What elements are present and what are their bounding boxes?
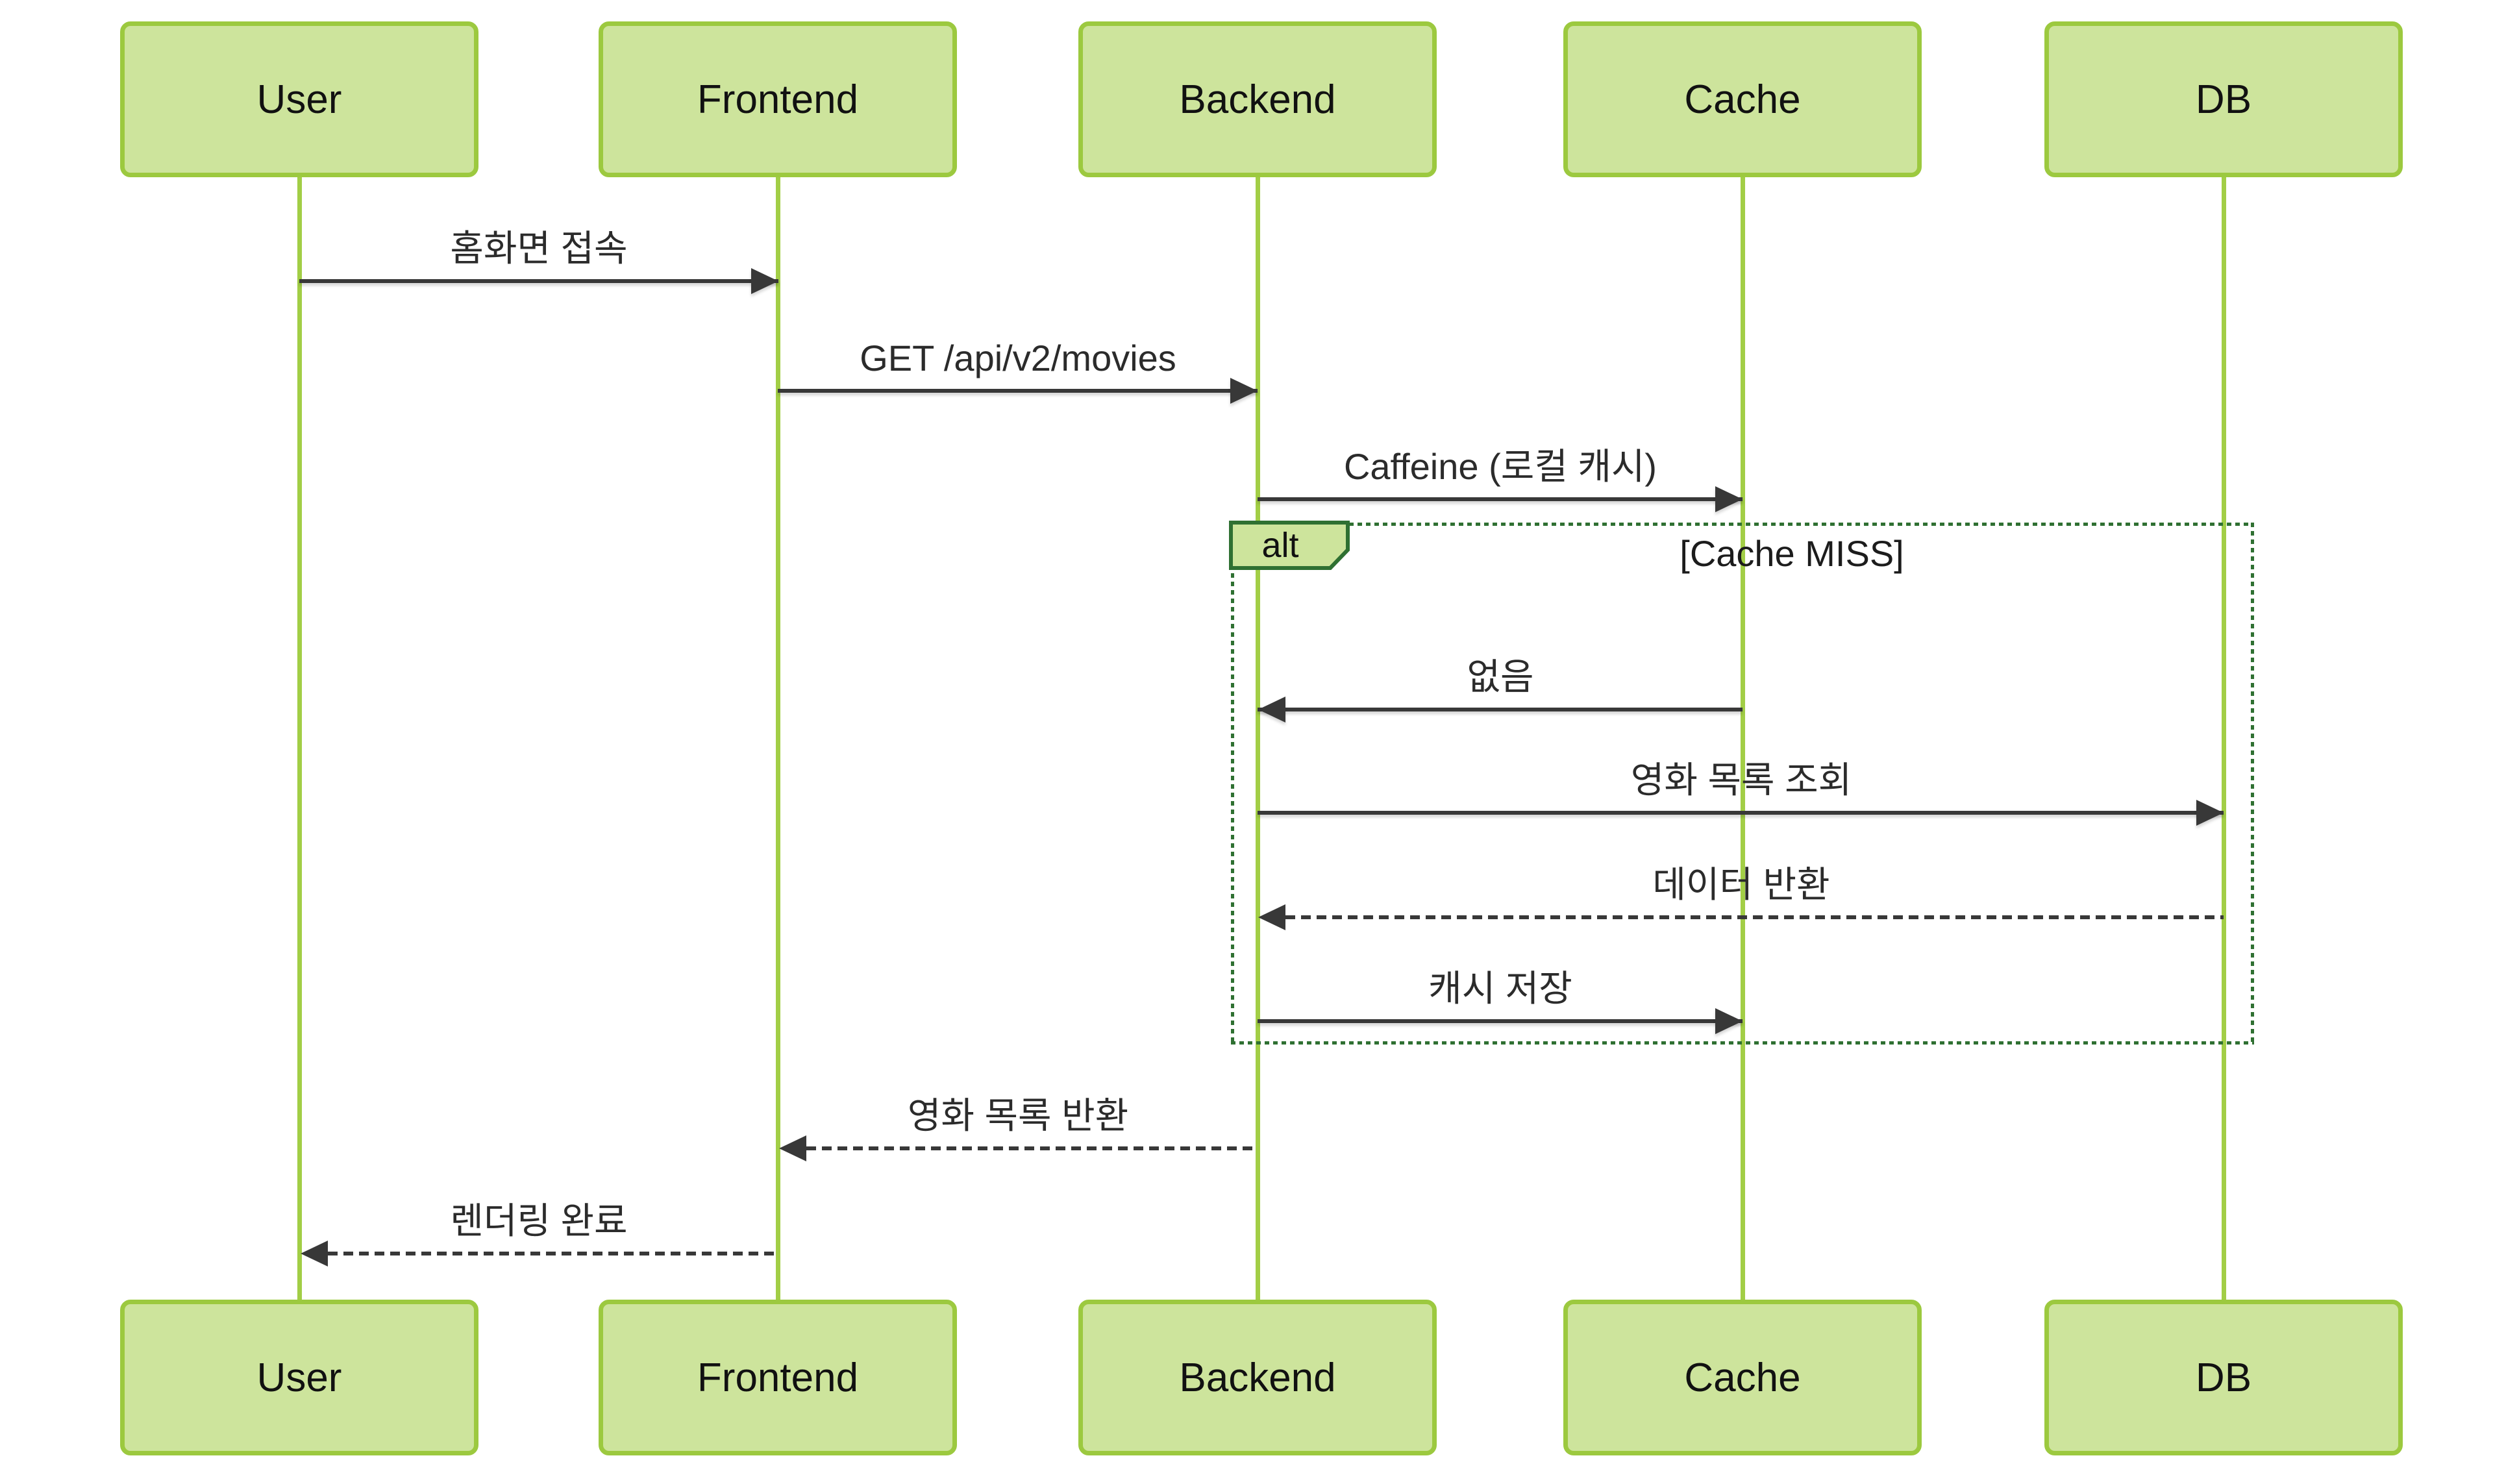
- message-label: 없음: [1467, 656, 1534, 697]
- actor-label: Frontend: [697, 77, 859, 122]
- actor-top-db: DB: [2044, 21, 2403, 177]
- actor-label: User: [256, 77, 342, 122]
- arrow-line: [1258, 497, 1743, 501]
- arrowhead-left-icon: [1258, 904, 1285, 930]
- arrow-line: [1258, 1019, 1743, 1023]
- actor-top-cache: Cache: [1563, 21, 1922, 177]
- actor-label: DB: [2195, 1355, 2252, 1400]
- alt-fragment-frame: alt [Cache MISS]: [1229, 521, 2254, 1045]
- alt-condition-text: [Cache MISS]: [1680, 533, 1904, 574]
- lifeline-backend: [1256, 177, 1260, 1300]
- actor-bottom-db: DB: [2044, 1300, 2403, 1455]
- arrow-line: [778, 389, 1258, 393]
- message-label: 영화 목록 반환: [907, 1095, 1129, 1136]
- arrowhead-left-icon: [779, 1135, 806, 1161]
- alt-frame-border-top: [1231, 523, 2254, 526]
- arrow-line: [1258, 708, 1743, 711]
- arrow-line-dashed: [1285, 915, 2224, 919]
- alt-frame-border-right: [2251, 523, 2254, 1045]
- lifeline-cache: [1741, 177, 1745, 1300]
- actor-top-frontend: Frontend: [599, 21, 957, 177]
- arrow-line: [299, 279, 778, 283]
- actor-bottom-frontend: Frontend: [599, 1300, 957, 1455]
- arrowhead-left-icon: [301, 1241, 328, 1267]
- alt-operator-text: alt: [1261, 526, 1299, 565]
- message-label: 영화 목록 조회: [1630, 760, 1852, 800]
- actor-label: Cache: [1684, 77, 1801, 122]
- arrowhead-right-icon: [1715, 486, 1743, 512]
- arrow-line-dashed: [806, 1146, 1258, 1150]
- alt-label-pentagon-shape: [1229, 521, 1350, 570]
- actor-label: Frontend: [697, 1355, 859, 1400]
- actor-label: DB: [2195, 77, 2252, 122]
- lifeline-user: [297, 177, 302, 1300]
- arrowhead-right-icon: [1230, 378, 1258, 404]
- message-label: Caffeine (로컬 캐시): [1343, 446, 1657, 487]
- arrow-line-dashed: [328, 1252, 778, 1255]
- actor-label: User: [256, 1355, 342, 1400]
- actor-bottom-backend: Backend: [1078, 1300, 1437, 1455]
- actor-top-user: User: [120, 21, 478, 177]
- message-label: 렌더링 완료: [450, 1200, 628, 1241]
- actor-label: Backend: [1179, 77, 1336, 122]
- message-label: 홈화면 접속: [450, 228, 628, 269]
- arrowhead-left-icon: [1258, 697, 1285, 723]
- actor-label: Backend: [1179, 1355, 1336, 1400]
- alt-frame-border-left: [1231, 523, 1234, 1045]
- message-label: 캐시 저장: [1428, 968, 1572, 1009]
- arrowhead-right-icon: [1715, 1008, 1743, 1034]
- alt-operator-label: alt: [1229, 521, 1350, 570]
- actor-bottom-cache: Cache: [1563, 1300, 1922, 1455]
- message-label: GET /api/v2/movies: [860, 338, 1176, 378]
- arrowhead-right-icon: [751, 268, 778, 294]
- arrowhead-right-icon: [2196, 800, 2224, 826]
- lifeline-frontend: [776, 177, 780, 1300]
- lifeline-db: [2222, 177, 2226, 1300]
- actor-top-backend: Backend: [1078, 21, 1437, 177]
- actor-bottom-user: User: [120, 1300, 478, 1455]
- actor-label: Cache: [1684, 1355, 1801, 1400]
- alt-frame-border-bottom: [1231, 1041, 2254, 1045]
- message-label: 데이터 반환: [1652, 864, 1830, 905]
- arrow-line: [1258, 811, 2224, 815]
